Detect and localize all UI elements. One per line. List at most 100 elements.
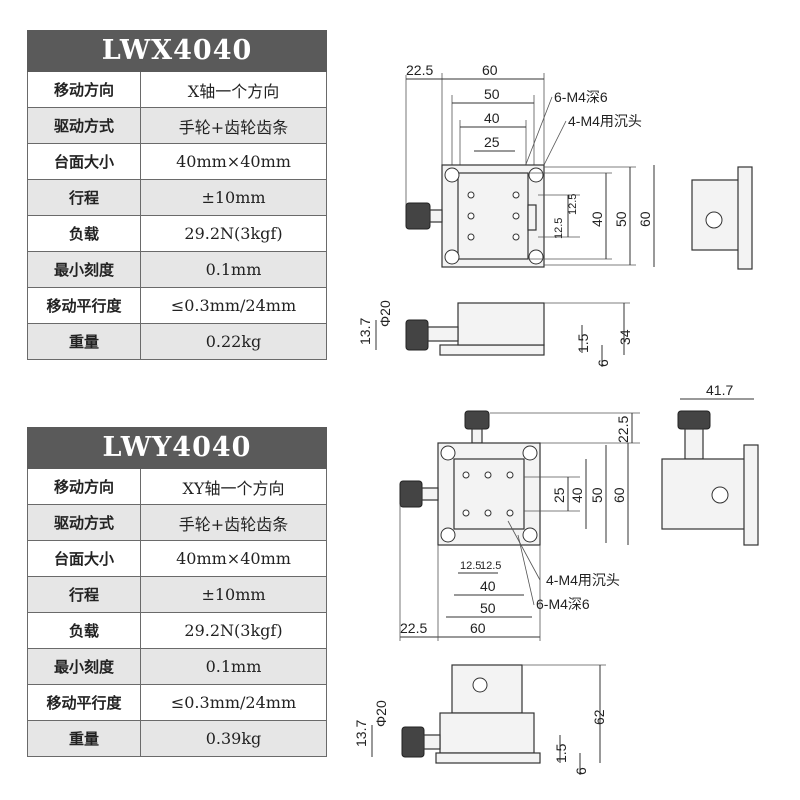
- dim-label: 60: [482, 62, 498, 78]
- tap-hole: [462, 509, 470, 517]
- dim-label: 50: [480, 600, 496, 616]
- front-view: [457, 302, 545, 346]
- spec-value: 手轮+齿轮齿条: [140, 107, 327, 144]
- dim-label: 25: [551, 487, 567, 503]
- tap-hole: [484, 471, 492, 479]
- knob-icon: [405, 202, 431, 230]
- knob-shaft: [471, 428, 483, 444]
- knob-shaft: [421, 487, 439, 501]
- lock-clamp: [527, 204, 537, 231]
- spec-key: 驱动方式: [27, 504, 141, 541]
- hole-note: 4-M4用沉头: [546, 572, 620, 588]
- spec-value: 0.1mm: [140, 251, 327, 288]
- dim-label: 60: [637, 211, 653, 227]
- dim-label: 40: [569, 487, 585, 503]
- spec-value: 手轮+齿轮齿条: [140, 504, 327, 541]
- dim-label: Φ20: [373, 700, 389, 727]
- knob-icon: [464, 410, 490, 430]
- dim-label: 60: [611, 487, 627, 503]
- dim-label: 50: [484, 86, 500, 102]
- knob-shaft: [684, 428, 704, 460]
- dim-label: 13.7: [353, 720, 369, 747]
- mount-hole: [440, 445, 456, 461]
- dim-label: 13.7: [357, 318, 373, 345]
- spec-key: 移动平行度: [27, 684, 141, 721]
- dim-label: 50: [589, 487, 605, 503]
- spec-key: 驱动方式: [27, 107, 141, 144]
- stage-table: [453, 458, 525, 530]
- hole-note: 4-M4用沉头: [568, 113, 642, 129]
- dim-label: 25: [484, 134, 500, 150]
- tap-hole: [506, 509, 514, 517]
- dim-label: 6: [573, 767, 589, 775]
- spec-value: XY轴一个方向: [140, 468, 327, 505]
- table-row: 移动平行度≤0.3mm/24mm: [27, 684, 327, 721]
- spec-value: ±10mm: [140, 576, 327, 613]
- side-plate: [737, 166, 753, 270]
- spec-value: 29.2N(3kgf): [140, 612, 327, 649]
- spec-value: 0.22kg: [140, 323, 327, 360]
- dim-label: 40: [480, 578, 496, 594]
- spec-value: 40mm×40mm: [140, 143, 327, 180]
- mount-hole: [440, 527, 456, 543]
- hole-note: 6-M4深6: [536, 596, 590, 612]
- lock-screw-icon: [711, 486, 729, 504]
- spec-key: 负载: [27, 215, 141, 252]
- dim-label: 1.5: [575, 333, 591, 353]
- lock-screw-icon: [705, 211, 723, 229]
- leader-line: [517, 534, 535, 606]
- tap-hole: [462, 471, 470, 479]
- spec-value: 0.1mm: [140, 648, 327, 685]
- spec-value: ±10mm: [140, 179, 327, 216]
- tap-hole: [467, 212, 475, 220]
- spec-key: 移动方向: [27, 468, 141, 505]
- spec-value: 40mm×40mm: [140, 540, 327, 577]
- lock-screw-icon: [472, 677, 488, 693]
- mount-hole: [528, 249, 544, 265]
- dim-label: 40: [484, 110, 500, 126]
- tap-hole: [512, 233, 520, 241]
- tap-hole: [512, 191, 520, 199]
- spec-key: 最小刻度: [27, 648, 141, 685]
- knob-icon: [405, 319, 429, 351]
- mount-hole: [528, 167, 544, 183]
- knob-shaft: [429, 209, 443, 223]
- lower-stage: [439, 712, 535, 754]
- spec-key: 台面大小: [27, 143, 141, 180]
- spec-value: ≤0.3mm/24mm: [140, 684, 327, 721]
- hole-note: 6-M4深6: [554, 89, 608, 105]
- table-row: 驱动方式手轮+齿轮齿条: [27, 107, 327, 144]
- dim-label: Φ20: [377, 300, 393, 327]
- dim-label: 22.5: [406, 62, 433, 78]
- dim-label: 50: [613, 211, 629, 227]
- side-plate: [743, 444, 759, 546]
- knob-icon: [677, 410, 711, 430]
- table-title: LWY4040: [27, 427, 327, 469]
- dim-label: 22.5: [615, 416, 631, 443]
- table-title: LWX4040: [27, 30, 327, 72]
- knob-shaft: [427, 326, 459, 342]
- dim-label: 22.5: [400, 620, 427, 636]
- spec-key: 移动方向: [27, 71, 141, 108]
- side-view: [661, 458, 753, 530]
- dim-label: 34: [617, 329, 633, 345]
- spec-key: 重量: [27, 323, 141, 360]
- dim-label: 12.5: [553, 218, 565, 239]
- tap-hole: [484, 509, 492, 517]
- tap-hole: [467, 191, 475, 199]
- dim-label: 6: [595, 359, 611, 367]
- technical-drawing-lwx4040: 22.5 60 50 40 25 6-M4深6 4-M4用沉头 12.5 12.…: [357, 62, 753, 367]
- spec-key: 最小刻度: [27, 251, 141, 288]
- spec-key: 行程: [27, 179, 141, 216]
- knob-shaft: [423, 734, 441, 750]
- upper-stage: [451, 664, 523, 714]
- base: [439, 344, 545, 356]
